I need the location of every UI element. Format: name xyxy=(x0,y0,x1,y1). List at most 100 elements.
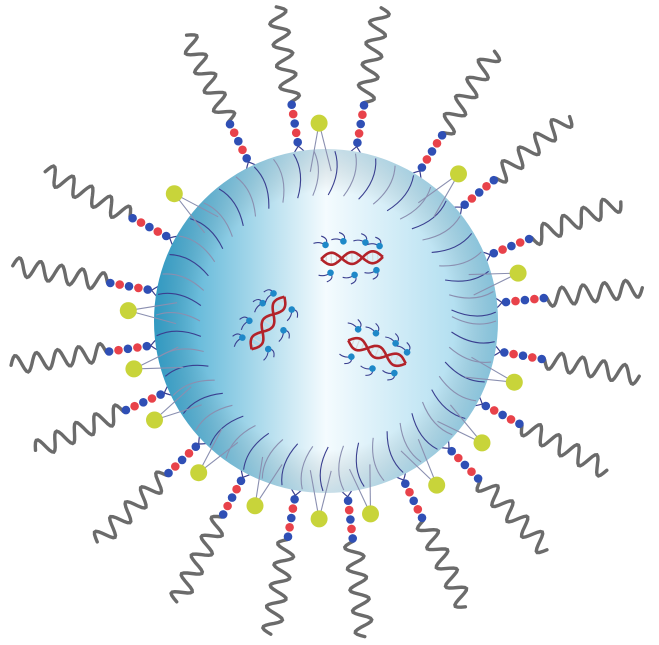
peg-bead xyxy=(427,147,437,156)
peg-chain xyxy=(92,470,168,544)
ionizable-lipid-head xyxy=(354,325,362,333)
helper-lipid xyxy=(165,185,219,234)
peg-chain xyxy=(183,33,237,124)
ionizable-lipid-head xyxy=(264,345,272,353)
peg-chain xyxy=(342,539,374,639)
peg-bead xyxy=(489,248,499,258)
peg-chain xyxy=(542,351,641,387)
ionizable-lipid-head xyxy=(288,306,296,313)
peg-bead xyxy=(509,349,518,359)
lipid-tail xyxy=(355,442,365,487)
peg-bead xyxy=(288,109,298,119)
peg-bead xyxy=(161,231,171,241)
helper-lipid xyxy=(190,428,239,482)
rna-cargo xyxy=(232,289,299,361)
peg-bead xyxy=(236,476,246,486)
lipid-tail xyxy=(203,202,233,237)
lipid-tail xyxy=(319,446,329,492)
peg-lipid xyxy=(421,114,574,243)
rna-strand xyxy=(347,336,407,365)
lipid-tail xyxy=(372,437,385,482)
rna-strand xyxy=(347,339,407,368)
peg-bead xyxy=(422,155,432,164)
ionizable-lipid-head xyxy=(376,242,383,250)
rna-strand xyxy=(249,295,285,350)
peg-bead xyxy=(474,188,484,197)
peg-bead xyxy=(143,285,152,294)
peg-bead xyxy=(500,348,509,357)
peg-bead xyxy=(133,343,142,352)
peg-bead xyxy=(106,278,115,288)
peg-bead xyxy=(171,462,180,471)
peg-bead xyxy=(515,419,524,429)
ionizable-lipid-head xyxy=(322,241,329,249)
peg-bead xyxy=(229,128,239,137)
peg-bead xyxy=(287,513,296,523)
lipid-tail xyxy=(300,445,314,490)
peg-bead xyxy=(515,238,525,247)
lipid-tail xyxy=(411,413,438,450)
lipid-tail xyxy=(164,364,209,377)
peg-bead xyxy=(539,293,549,303)
peg-bead xyxy=(114,345,123,355)
peg-bead xyxy=(177,455,187,465)
peg-bead xyxy=(482,182,491,191)
ionizable-lipid-head xyxy=(373,266,380,274)
helper-lipid-head xyxy=(146,411,163,429)
peg-bead xyxy=(498,410,507,420)
peg-bead xyxy=(104,347,114,356)
peg-bead xyxy=(343,496,353,506)
lipid-tail xyxy=(451,331,495,344)
lipid-tail xyxy=(449,291,494,299)
peg-bead xyxy=(409,496,419,506)
peg-bead xyxy=(134,283,143,293)
lipid-tail xyxy=(261,438,284,479)
peg-chain xyxy=(260,537,296,636)
helper-lipid xyxy=(349,464,379,523)
rna-strand xyxy=(320,250,384,267)
lipid-tail xyxy=(444,361,485,383)
peg-bead xyxy=(498,245,507,254)
nanoparticle-core-shading xyxy=(154,149,498,493)
lipid-tail xyxy=(372,165,396,205)
peg-bead xyxy=(520,295,530,305)
helper-lipid-head xyxy=(165,185,183,203)
lipid-tail xyxy=(169,254,209,277)
peg-chain xyxy=(33,403,125,454)
helper-lipid xyxy=(400,438,446,494)
helper-lipid xyxy=(417,165,467,218)
peg-bead xyxy=(225,119,235,129)
peg-chain xyxy=(475,479,549,555)
peg-chain xyxy=(519,423,609,478)
lipid-tail xyxy=(431,233,473,253)
helper-lipid-head xyxy=(473,434,491,452)
lipid-tail xyxy=(451,309,497,317)
peg-bead xyxy=(128,213,137,223)
lipid-tail xyxy=(338,445,345,491)
lipid-tail xyxy=(157,292,202,307)
ionizable-lipid-head xyxy=(340,237,347,245)
helper-lipid xyxy=(309,470,332,528)
peg-bead xyxy=(184,449,194,458)
lipid-tail xyxy=(195,404,233,431)
peg-bead xyxy=(115,280,124,289)
rna-cargo xyxy=(313,231,384,285)
peg-bead xyxy=(145,222,154,232)
helper-lipid xyxy=(309,114,332,172)
peg-bead xyxy=(489,406,499,415)
lipid-tail xyxy=(411,200,447,230)
peg-chain xyxy=(169,514,224,604)
rna-strand xyxy=(320,249,384,266)
peg-bead xyxy=(530,294,539,304)
rna-strand xyxy=(251,296,287,351)
peg-bead xyxy=(223,501,232,511)
lipid-tail xyxy=(312,151,319,196)
helper-lipid-head xyxy=(450,165,467,183)
peg-bead xyxy=(460,460,470,470)
peg-bead xyxy=(218,510,228,519)
helper-lipid xyxy=(468,264,527,296)
peg-bead xyxy=(432,139,442,148)
rna-base-pair xyxy=(273,301,285,310)
peg-bead xyxy=(467,467,476,477)
